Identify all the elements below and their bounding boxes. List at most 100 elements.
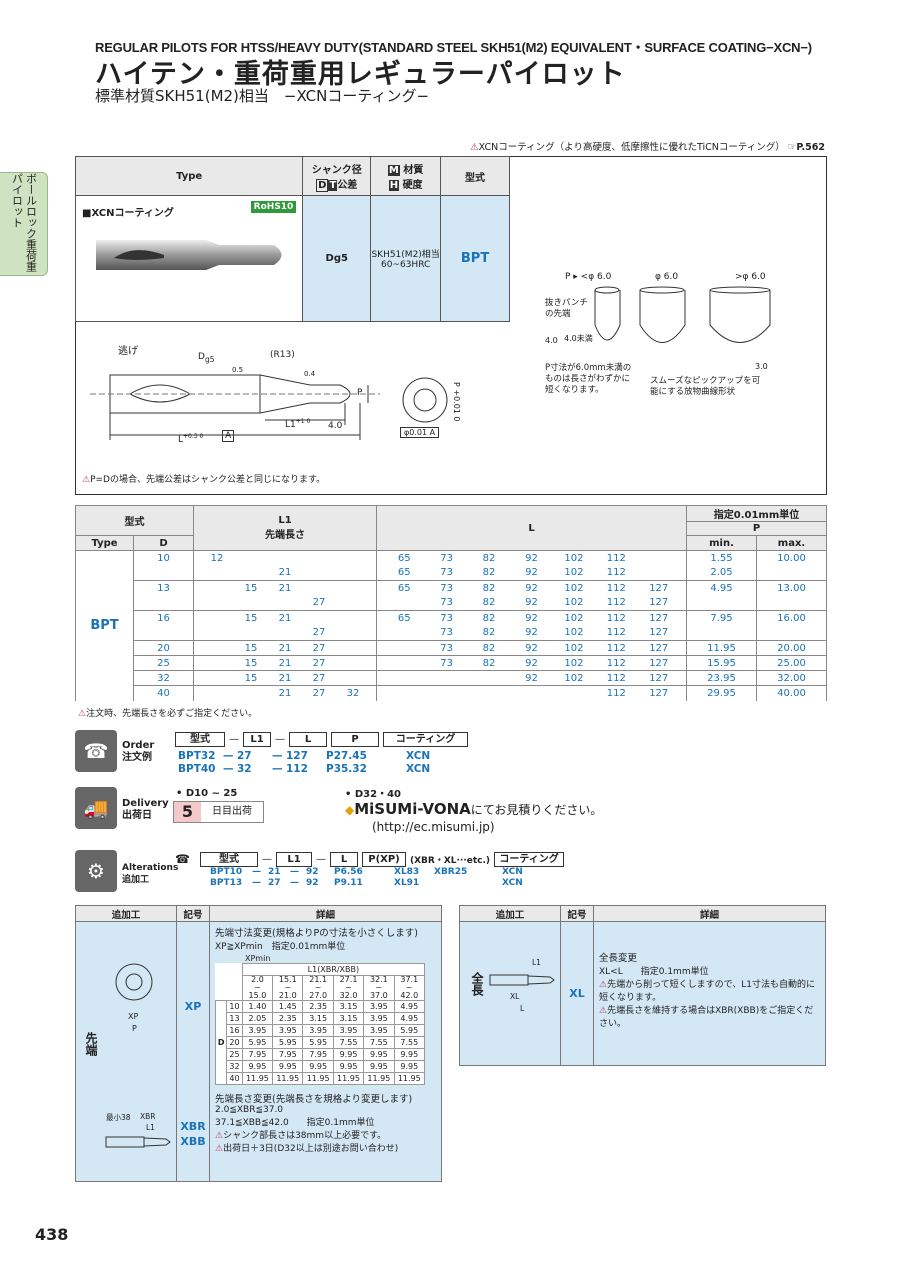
info-icon: ⚠ bbox=[599, 1006, 608, 1016]
alter-dash: — bbox=[290, 867, 299, 877]
xp-value: 4.95 bbox=[393, 1012, 426, 1025]
dt-l-value: 73 bbox=[440, 642, 453, 654]
dt-l-value bbox=[513, 688, 549, 699]
dt-l-value: 112 bbox=[606, 597, 626, 609]
relief-label: 逃げ bbox=[118, 346, 138, 357]
xl-title: 全長変更 bbox=[599, 953, 638, 964]
dim40-label: 4.0 bbox=[328, 421, 343, 431]
dt-p-min: 2.05 bbox=[686, 565, 757, 581]
end-view-drawing bbox=[402, 377, 448, 423]
small-p-note: P寸法が6.0mm未満のものは長さがわずかに短くなります。 bbox=[545, 363, 632, 395]
punch-tip-label: 抜きパンチの先端 bbox=[545, 298, 588, 319]
xp-value: 11.95 bbox=[363, 1072, 395, 1085]
add-l-h-code: 記号 bbox=[176, 905, 210, 922]
dt-l1-value bbox=[203, 688, 231, 699]
dt-l-value: 112 bbox=[606, 687, 626, 699]
dt-l-value: 73 bbox=[440, 582, 453, 594]
delivery-range-2: • D32・40 bbox=[345, 789, 402, 800]
xp-value: 13 bbox=[226, 1012, 243, 1025]
vona-url[interactable]: (http://ec.misumi.jp) bbox=[372, 820, 495, 834]
vona-logo[interactable]: MiSUMi-VONA bbox=[354, 800, 471, 818]
alter-dash: — bbox=[252, 867, 261, 877]
dt-l1-value: 27 bbox=[312, 642, 326, 654]
xp-value: 11.95 bbox=[332, 1072, 365, 1085]
dt-l1-value bbox=[203, 583, 231, 594]
order-dash: — bbox=[223, 750, 234, 762]
dt-l1-value bbox=[339, 567, 367, 578]
xp-value: 11.95 bbox=[393, 1072, 426, 1085]
dt-l1-value: 12 bbox=[210, 552, 224, 564]
dt-d: 20 bbox=[133, 640, 194, 656]
xbr-note-2: ⚠出荷日＋3日(D32以上は別途お問い合わせ) bbox=[215, 1144, 399, 1154]
dt-l1-value: 21 bbox=[278, 642, 292, 654]
dt-d: 16 bbox=[133, 610, 194, 626]
order-dash: — bbox=[272, 750, 283, 762]
add-r-figure: 全長 L1 XL L bbox=[459, 921, 561, 1066]
delivery-range-1: • D10 ~ 25 bbox=[176, 788, 238, 799]
truck-icon: 🚚 bbox=[75, 787, 117, 829]
xp-value: 7.55 bbox=[363, 1036, 395, 1049]
xp-value: 7.95 bbox=[241, 1048, 274, 1061]
xp-value: 5.95 bbox=[241, 1036, 274, 1049]
dt-l1-value bbox=[237, 597, 265, 608]
v04-label: 0.4 bbox=[304, 370, 316, 378]
title-english: REGULAR PILOTS FOR HTSS/HEAVY DUTY(STAND… bbox=[95, 40, 812, 55]
alter-h-type: 型式 bbox=[200, 852, 258, 867]
dt-l-value bbox=[386, 627, 422, 638]
dt-l-value: 92 bbox=[525, 597, 538, 609]
dt-h-d: D bbox=[133, 535, 194, 551]
tip-eq6: φ 6.0 bbox=[655, 272, 679, 282]
dt-type: BPT bbox=[75, 550, 134, 701]
dt-l1-value bbox=[339, 627, 367, 638]
xp-title: 先端寸法変更(規格よりPの寸法を小さくします) bbox=[215, 928, 418, 939]
page-number: 438 bbox=[35, 1225, 69, 1244]
dt-l-value: 92 bbox=[525, 672, 538, 684]
xp-value: 3.95 bbox=[363, 1000, 395, 1013]
side-tab[interactable]: ボールロック重荷重パイロット bbox=[0, 172, 48, 276]
dt-d: 10 bbox=[133, 550, 194, 566]
order-h-l: L bbox=[289, 732, 327, 747]
delivery-days: 5 bbox=[174, 802, 201, 822]
xp-value: 2.05 bbox=[241, 1012, 274, 1025]
radius-label: (R13) bbox=[270, 350, 295, 360]
dt-l-value: 102 bbox=[564, 567, 584, 579]
dt-l1-value bbox=[203, 643, 231, 654]
xp-value: 40 bbox=[226, 1072, 243, 1085]
dt-l-value: 92 bbox=[525, 657, 538, 669]
dt-l1-value: 27 bbox=[312, 627, 326, 639]
xl-side-view bbox=[489, 974, 555, 986]
tip-lt6: P ▸ <φ 6.0 bbox=[565, 272, 612, 282]
coating-note: ⚠XCNコーティング（より高硬度、低摩擦性に優れたTiCNコーティング） ☞P.… bbox=[470, 142, 825, 153]
order-h-coating: コーティング bbox=[383, 732, 468, 747]
dt-l-value: 127 bbox=[649, 687, 669, 699]
dt-l-value: 102 bbox=[564, 582, 584, 594]
alter-value: 27 bbox=[268, 878, 281, 888]
alter-headers: 型式— L1— L P(XP) (XBR・XL···etc.) コーティング bbox=[200, 852, 565, 867]
xp-value: 2.35 bbox=[302, 1000, 334, 1013]
xpmin-label: XPmin bbox=[245, 954, 271, 963]
page-ref[interactable]: P.562 bbox=[796, 142, 825, 153]
dt-p-max: 20.00 bbox=[756, 640, 827, 656]
spec-form: BPT bbox=[440, 195, 510, 322]
xl-l1-label: L1 bbox=[532, 958, 541, 967]
dt-l1-value bbox=[305, 613, 333, 624]
dimension-drawing bbox=[90, 374, 380, 440]
dt-l-value bbox=[556, 688, 592, 699]
xp-value: 3.15 bbox=[332, 1000, 365, 1013]
dt-l1-value: 15 bbox=[244, 657, 258, 669]
dt-l-value: 73 bbox=[440, 627, 453, 639]
dt-l1: 27 bbox=[193, 595, 377, 611]
dt-p-min: 11.95 bbox=[686, 640, 757, 656]
dt-l-value: 82 bbox=[482, 552, 496, 564]
